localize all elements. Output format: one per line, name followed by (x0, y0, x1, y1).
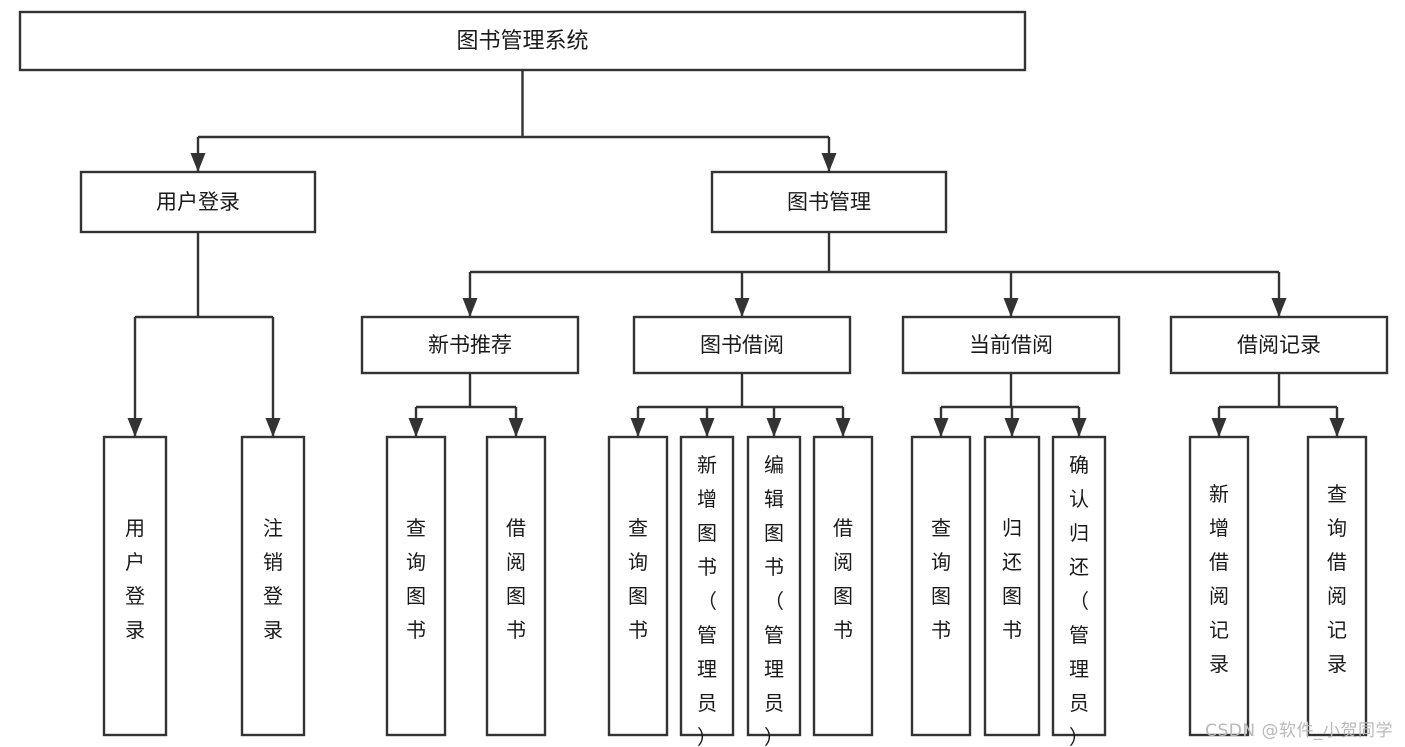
node-label: 新增借阅记录 (1209, 482, 1229, 676)
arrow-head-icon (1211, 418, 1227, 437)
arrow-head-icon (265, 418, 281, 437)
arrow-head-icon (1003, 298, 1019, 317)
arrow-head-icon (766, 418, 782, 437)
node-borrow-add-book[interactable]: 新增图书（管理员） (679, 435, 735, 747)
node-label: 查询图书 (931, 516, 951, 642)
node-box (485, 435, 547, 737)
node-box (983, 435, 1041, 737)
node-user-login-action[interactable]: 用户登录 (102, 435, 168, 737)
watermark-text: CSDN @软件_小贺同学 (1205, 721, 1393, 741)
node-label: 查询图书 (628, 516, 648, 642)
node-user-login[interactable]: 用户登录 (79, 170, 317, 234)
node-book-management[interactable]: 图书管理 (710, 170, 948, 234)
arrow-head-icon (1004, 418, 1020, 437)
node-box (18, 10, 1027, 72)
arrow-head-icon (190, 153, 206, 172)
node-box (710, 170, 948, 234)
node-borrow-edit-book[interactable]: 编辑图书（管理员） (746, 435, 802, 747)
arrow-head-icon (408, 418, 424, 437)
node-box (1169, 315, 1389, 375)
node-label: 归还图书 (1002, 516, 1022, 642)
node-label: 注销登录 (263, 516, 283, 642)
node-box (910, 435, 972, 737)
arrow-head-icon (508, 418, 524, 437)
node-label: 用户登录 (156, 190, 240, 214)
node-box (1188, 435, 1250, 737)
node-label: 查询借阅记录 (1327, 482, 1347, 676)
node-box (607, 435, 669, 737)
node-label: 图书借阅 (700, 333, 784, 357)
arrow-head-icon (1329, 418, 1345, 437)
arrow-head-icon (699, 418, 715, 437)
node-label: 图书管理 (787, 190, 871, 214)
node-new-book-recommend[interactable]: 新书推荐 (360, 315, 580, 375)
node-box (385, 435, 447, 737)
node-label: 当前借阅 (969, 333, 1053, 357)
node-box (746, 435, 802, 737)
node-label: 编辑图书（管理员） (764, 453, 784, 747)
arrow-head-icon (835, 418, 851, 437)
node-label: 新书推荐 (428, 333, 512, 357)
arrow-head-icon (821, 153, 837, 172)
node-box (1051, 435, 1107, 737)
node-label: 借阅图书 (833, 516, 853, 642)
node-box (901, 315, 1121, 375)
node-box (79, 170, 317, 234)
arrow-head-icon (1071, 418, 1087, 437)
node-current-return-book[interactable]: 归还图书 (983, 435, 1041, 737)
node-record-add[interactable]: 新增借阅记录 (1188, 435, 1250, 737)
node-borrow-borrow-book[interactable]: 借阅图书 (812, 435, 874, 737)
arrow-head-icon (630, 418, 646, 437)
node-label: 借阅记录 (1237, 333, 1321, 357)
node-borrow-query-book[interactable]: 查询图书 (607, 435, 669, 737)
node-box (679, 435, 735, 737)
node-label: 查询图书 (406, 516, 426, 642)
node-box (240, 435, 306, 737)
arrow-head-icon (734, 298, 750, 317)
node-root[interactable]: 图书管理系统 (18, 10, 1027, 72)
node-label: 借阅图书 (506, 516, 526, 642)
node-box (360, 315, 580, 375)
node-box (1306, 435, 1368, 737)
node-current-query-book[interactable]: 查询图书 (910, 435, 972, 737)
arrow-head-icon (933, 418, 949, 437)
node-record-query[interactable]: 查询借阅记录 (1306, 435, 1368, 737)
arrow-head-icon (462, 298, 478, 317)
node-current-borrow[interactable]: 当前借阅 (901, 315, 1121, 375)
node-label: 用户登录 (125, 516, 145, 642)
node-label: 确认归还（管理员） (1069, 453, 1089, 747)
node-box (102, 435, 168, 737)
node-book-borrow[interactable]: 图书借阅 (632, 315, 852, 375)
node-recommend-query-book[interactable]: 查询图书 (385, 435, 447, 737)
node-box (632, 315, 852, 375)
node-box (812, 435, 874, 737)
node-label: 新增图书（管理员） (697, 453, 717, 747)
arrow-head-icon (1271, 298, 1287, 317)
node-recommend-borrow-book[interactable]: 借阅图书 (485, 435, 547, 737)
node-user-logout-action[interactable]: 注销登录 (240, 435, 306, 737)
arrow-head-icon (127, 418, 143, 437)
node-current-confirm-return[interactable]: 确认归还（管理员） (1051, 435, 1107, 747)
node-borrow-record[interactable]: 借阅记录 (1169, 315, 1389, 375)
node-label: 图书管理系统 (456, 29, 588, 54)
